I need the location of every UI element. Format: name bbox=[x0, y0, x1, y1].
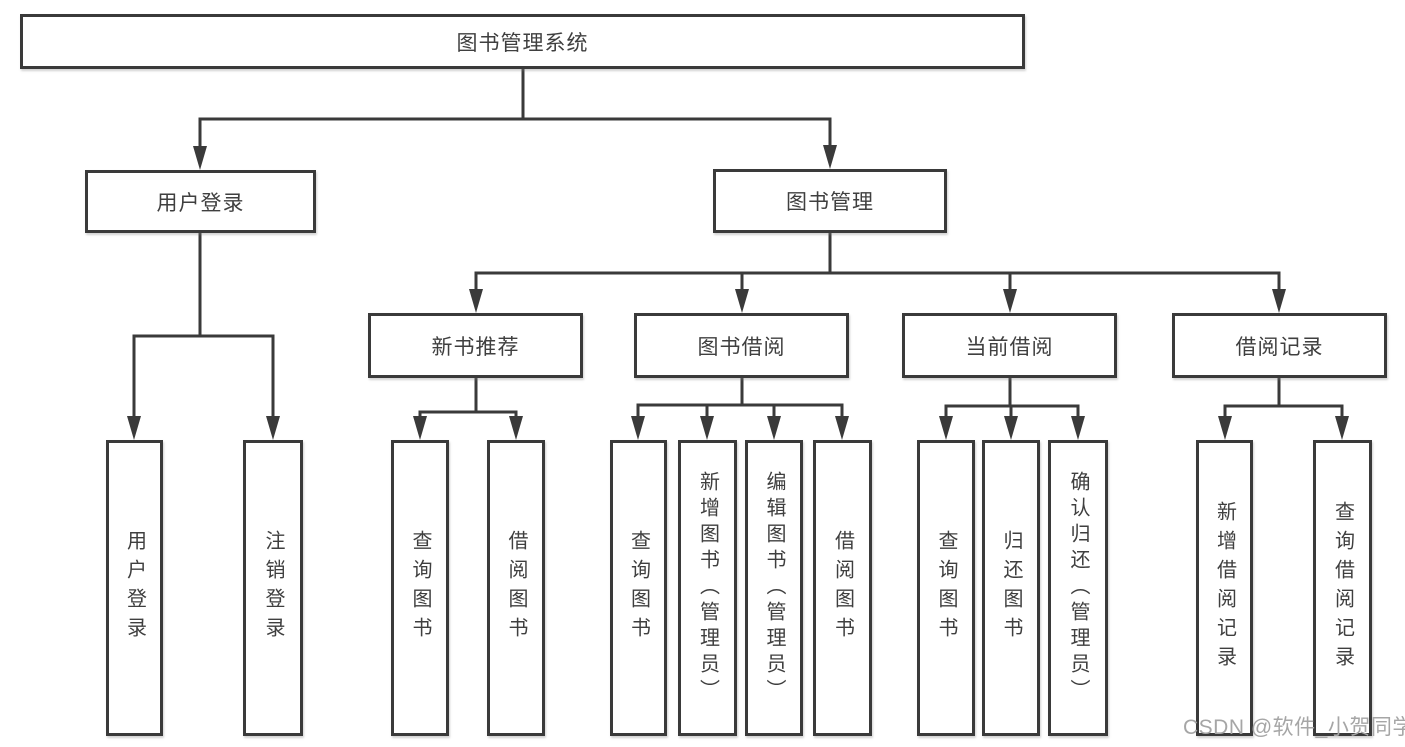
leaf-logout-label: 注销登录 bbox=[262, 530, 284, 646]
leaf-confirm-return-admin-label: 确认归还（管理员） bbox=[1067, 471, 1089, 705]
leaf-borrow-books-a-label: 借阅图书 bbox=[505, 530, 527, 646]
leaf-query-books-c-label: 查询图书 bbox=[935, 530, 957, 646]
leaf-query-borrow-record: 查询借阅记录 bbox=[1313, 440, 1372, 736]
node-borrow-records-label: 借阅记录 bbox=[1235, 335, 1324, 359]
leaf-add-borrow-record-label: 新增借阅记录 bbox=[1213, 501, 1236, 675]
leaf-query-borrow-record-label: 查询借阅记录 bbox=[1331, 501, 1354, 675]
node-current-borrow: 当前借阅 bbox=[902, 313, 1117, 378]
leaf-query-books-b: 查询图书 bbox=[610, 440, 667, 736]
leaf-query-books-c: 查询图书 bbox=[917, 440, 975, 736]
node-root-label: 图书管理系统 bbox=[456, 31, 589, 55]
leaf-add-borrow-record: 新增借阅记录 bbox=[1196, 440, 1253, 736]
leaf-borrow-books-b-label: 借阅图书 bbox=[831, 530, 854, 646]
node-book-management: 图书管理 bbox=[713, 169, 947, 233]
connector-book-management-children bbox=[469, 233, 1286, 313]
connector-user-login-children bbox=[127, 233, 280, 440]
connector-current-borrow-children bbox=[939, 378, 1085, 440]
leaf-add-books-admin: 新增图书（管理员） bbox=[678, 440, 737, 736]
leaf-edit-books-admin-label: 编辑图书（管理员） bbox=[763, 471, 785, 705]
node-user-login-label: 用户登录 bbox=[156, 191, 245, 215]
node-new-book-recommend: 新书推荐 bbox=[368, 313, 583, 378]
leaf-query-books-b-label: 查询图书 bbox=[627, 530, 650, 646]
leaf-user-login: 用户登录 bbox=[106, 440, 163, 736]
node-book-borrow: 图书借阅 bbox=[634, 313, 849, 378]
node-user-login: 用户登录 bbox=[85, 170, 316, 233]
leaf-user-login-label: 用户登录 bbox=[123, 530, 146, 646]
node-book-management-label: 图书管理 bbox=[786, 191, 874, 214]
leaf-confirm-return-admin: 确认归还（管理员） bbox=[1048, 440, 1108, 736]
leaf-query-books-a: 查询图书 bbox=[391, 440, 449, 736]
connector-root-to-level2 bbox=[193, 69, 837, 170]
leaf-return-books-label: 归还图书 bbox=[1000, 530, 1022, 646]
csdn-watermark: CSDN @软件_小贺同学 bbox=[1183, 716, 1405, 739]
leaf-borrow-books-b: 借阅图书 bbox=[813, 440, 872, 736]
node-root: 图书管理系统 bbox=[20, 14, 1025, 69]
node-book-borrow-label: 图书借阅 bbox=[697, 335, 786, 359]
connector-book-borrow-children bbox=[631, 378, 849, 440]
leaf-add-books-admin-label: 新增图书（管理员） bbox=[696, 471, 719, 705]
connector-borrow-records-children bbox=[1218, 378, 1349, 440]
leaf-query-books-a-label: 查询图书 bbox=[409, 530, 431, 646]
leaf-logout: 注销登录 bbox=[243, 440, 303, 736]
leaf-edit-books-admin: 编辑图书（管理员） bbox=[745, 440, 803, 736]
leaf-return-books: 归还图书 bbox=[982, 440, 1040, 736]
node-borrow-records: 借阅记录 bbox=[1172, 313, 1387, 378]
node-current-borrow-label: 当前借阅 bbox=[965, 335, 1054, 359]
leaf-borrow-books-a: 借阅图书 bbox=[487, 440, 545, 736]
node-new-book-recommend-label: 新书推荐 bbox=[431, 335, 520, 359]
connector-new-book-children bbox=[413, 378, 523, 440]
